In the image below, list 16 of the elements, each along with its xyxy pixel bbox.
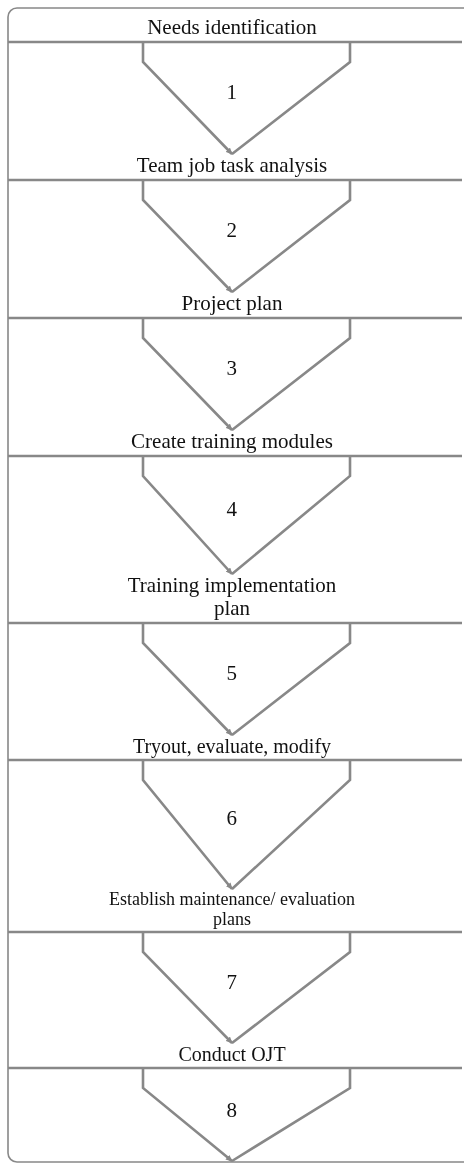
step-title: Project plan: [92, 292, 372, 315]
chevron-arrow: [141, 178, 352, 294]
step-title: Team job task analysis: [92, 154, 372, 177]
chevron-arrow: [141, 621, 352, 737]
chevron-arrow: [141, 316, 352, 432]
chevron-arrow: [141, 758, 352, 891]
step-title: Create training modules: [92, 430, 372, 453]
step-title: Establish maintenance/ evaluation plans: [107, 889, 357, 929]
step-title: Training implementation plan: [107, 574, 357, 620]
chevron-arrow: [141, 40, 352, 156]
step-title: Conduct OJT: [92, 1043, 372, 1065]
step-title: Tryout, evaluate, modify: [92, 735, 372, 757]
chevron-arrow: [141, 454, 352, 576]
step-title: Needs identification: [92, 16, 372, 39]
chevron-arrow: [141, 930, 352, 1045]
chevron-arrow: [141, 1066, 352, 1163]
